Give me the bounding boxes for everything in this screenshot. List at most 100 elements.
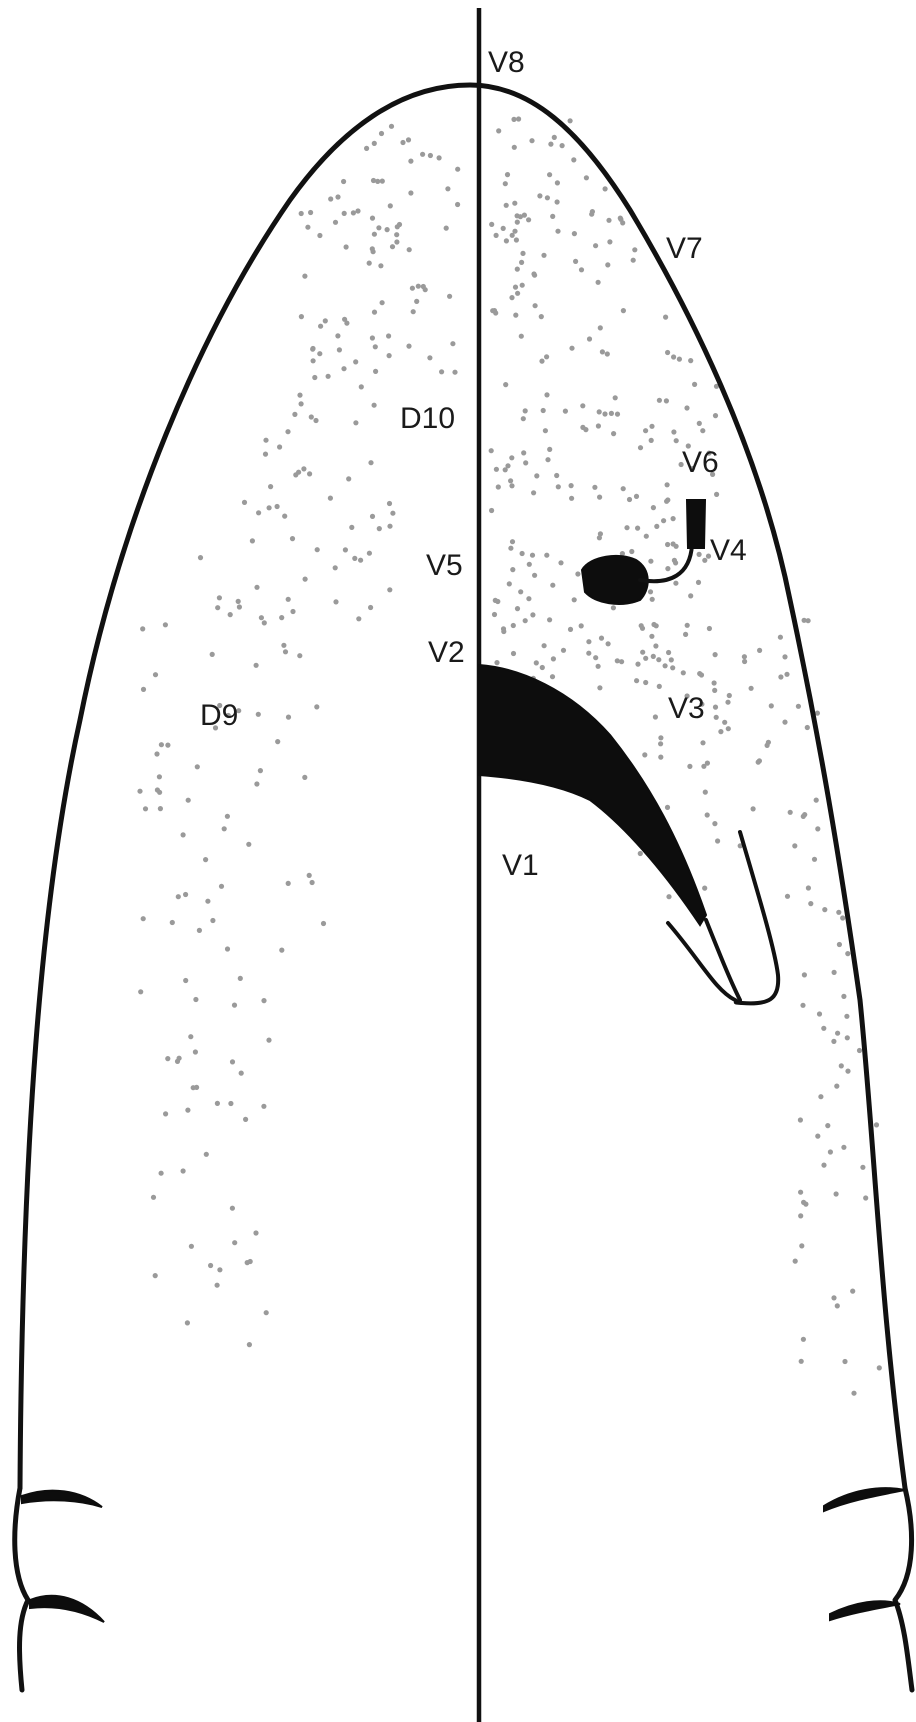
right-base-notch bbox=[895, 1488, 912, 1690]
stipple-dot bbox=[510, 567, 515, 572]
stipple-dot bbox=[343, 547, 348, 552]
stipple-dot bbox=[808, 901, 813, 906]
stipple-dot bbox=[544, 354, 549, 359]
stipple-dot bbox=[141, 687, 146, 692]
stipple-dot bbox=[806, 885, 811, 890]
stipple-dot bbox=[527, 562, 532, 567]
stipple-dot bbox=[778, 674, 783, 679]
stipple-dot bbox=[372, 403, 377, 408]
stipple-dot bbox=[635, 526, 640, 531]
stipple-dot bbox=[671, 541, 676, 546]
stipple-dot bbox=[447, 294, 452, 299]
stipple-dot bbox=[627, 497, 632, 502]
stipple-dot bbox=[877, 1365, 882, 1370]
stipple-dot bbox=[834, 1084, 839, 1089]
stipple-dot bbox=[547, 172, 552, 177]
stipple-dot bbox=[197, 928, 202, 933]
stipple-dot bbox=[452, 370, 457, 375]
stipple-dot bbox=[722, 720, 727, 725]
stipple-dot bbox=[874, 1122, 879, 1127]
stipple-dot bbox=[648, 559, 653, 564]
stipple-dot bbox=[602, 411, 607, 416]
stipple-dot bbox=[275, 739, 280, 744]
stipple-dot bbox=[550, 214, 555, 219]
stipple-dot bbox=[803, 1202, 808, 1207]
stipple-dot bbox=[599, 636, 604, 641]
stipple-dot bbox=[356, 616, 361, 621]
stipple-dot bbox=[254, 663, 259, 668]
stipple-dot bbox=[158, 806, 163, 811]
stipple-dot bbox=[555, 180, 560, 185]
stipple-dot bbox=[509, 295, 514, 300]
stipple-dot bbox=[372, 310, 377, 315]
stipple-dot bbox=[784, 672, 789, 677]
stipple-dot bbox=[290, 536, 295, 541]
stipple-dot bbox=[420, 152, 425, 157]
stipple-dot bbox=[323, 318, 328, 323]
stipple-dot bbox=[839, 1063, 844, 1068]
stipple-dot bbox=[714, 715, 719, 720]
label-v2: V2 bbox=[428, 636, 465, 669]
stipple-dot bbox=[674, 438, 679, 443]
stipple-dot bbox=[268, 484, 273, 489]
stipple-dot bbox=[793, 1259, 798, 1264]
stipple-dot bbox=[593, 243, 598, 248]
stipple-dot bbox=[375, 179, 380, 184]
stipple-dot bbox=[575, 571, 580, 576]
stipple-dot bbox=[386, 333, 391, 338]
stipple-dot bbox=[258, 768, 263, 773]
stipple-dot bbox=[544, 392, 549, 397]
stipple-dot bbox=[834, 1191, 839, 1196]
stipple-dot bbox=[407, 247, 412, 252]
stipple-dot bbox=[185, 1320, 190, 1325]
stipple-dot bbox=[825, 1123, 830, 1128]
stipple-dot bbox=[654, 623, 659, 628]
stipple-dot bbox=[707, 626, 712, 631]
stipple-dot bbox=[183, 892, 188, 897]
stipple-dot bbox=[596, 280, 601, 285]
stipple-dot bbox=[547, 617, 552, 622]
stipple-dot bbox=[337, 347, 342, 352]
stipple-dot bbox=[297, 653, 302, 658]
stipple-dot bbox=[314, 704, 319, 709]
stipple-dot bbox=[587, 336, 592, 341]
stipple-dot bbox=[664, 499, 669, 504]
stipple-dot bbox=[555, 229, 560, 234]
stipple-dot bbox=[713, 413, 718, 418]
stipple-dot bbox=[380, 179, 385, 184]
stipple-dot bbox=[534, 473, 539, 478]
stipple-dot bbox=[600, 349, 605, 354]
stipple-dot bbox=[547, 447, 552, 452]
stipple-dot bbox=[799, 1243, 804, 1248]
stipple-dot bbox=[831, 1039, 836, 1044]
stipple-dot bbox=[394, 232, 399, 237]
stipple-dot bbox=[222, 826, 227, 831]
stipple-dot bbox=[238, 976, 243, 981]
stipple-dot bbox=[372, 141, 377, 146]
stipple-dot bbox=[569, 496, 574, 501]
left-base-notch bbox=[15, 1488, 28, 1690]
stipple-dot bbox=[151, 1195, 156, 1200]
stipple-dot bbox=[665, 350, 670, 355]
stipple-dot bbox=[299, 211, 304, 216]
stipple-dot bbox=[326, 374, 331, 379]
stipple-dot bbox=[837, 942, 842, 947]
stipple-dot bbox=[692, 382, 697, 387]
stipple-dot bbox=[228, 612, 233, 617]
stipple-dot bbox=[346, 476, 351, 481]
stipple-dot bbox=[140, 626, 145, 631]
stipple-dot bbox=[307, 471, 312, 476]
stipple-dot bbox=[299, 314, 304, 319]
stipple-dot bbox=[814, 798, 819, 803]
stipple-dot bbox=[264, 1310, 269, 1315]
stipple-dot bbox=[544, 553, 549, 558]
stipple-dot bbox=[611, 605, 616, 610]
stipple-dot bbox=[621, 486, 626, 491]
stipple-dot bbox=[714, 492, 719, 497]
stipple-dot bbox=[513, 313, 518, 318]
stipple-dot bbox=[666, 894, 671, 899]
stipple-dot bbox=[638, 851, 643, 856]
stipple-dot bbox=[373, 369, 378, 374]
stipple-dot bbox=[705, 812, 710, 817]
stipple-dot bbox=[665, 482, 670, 487]
